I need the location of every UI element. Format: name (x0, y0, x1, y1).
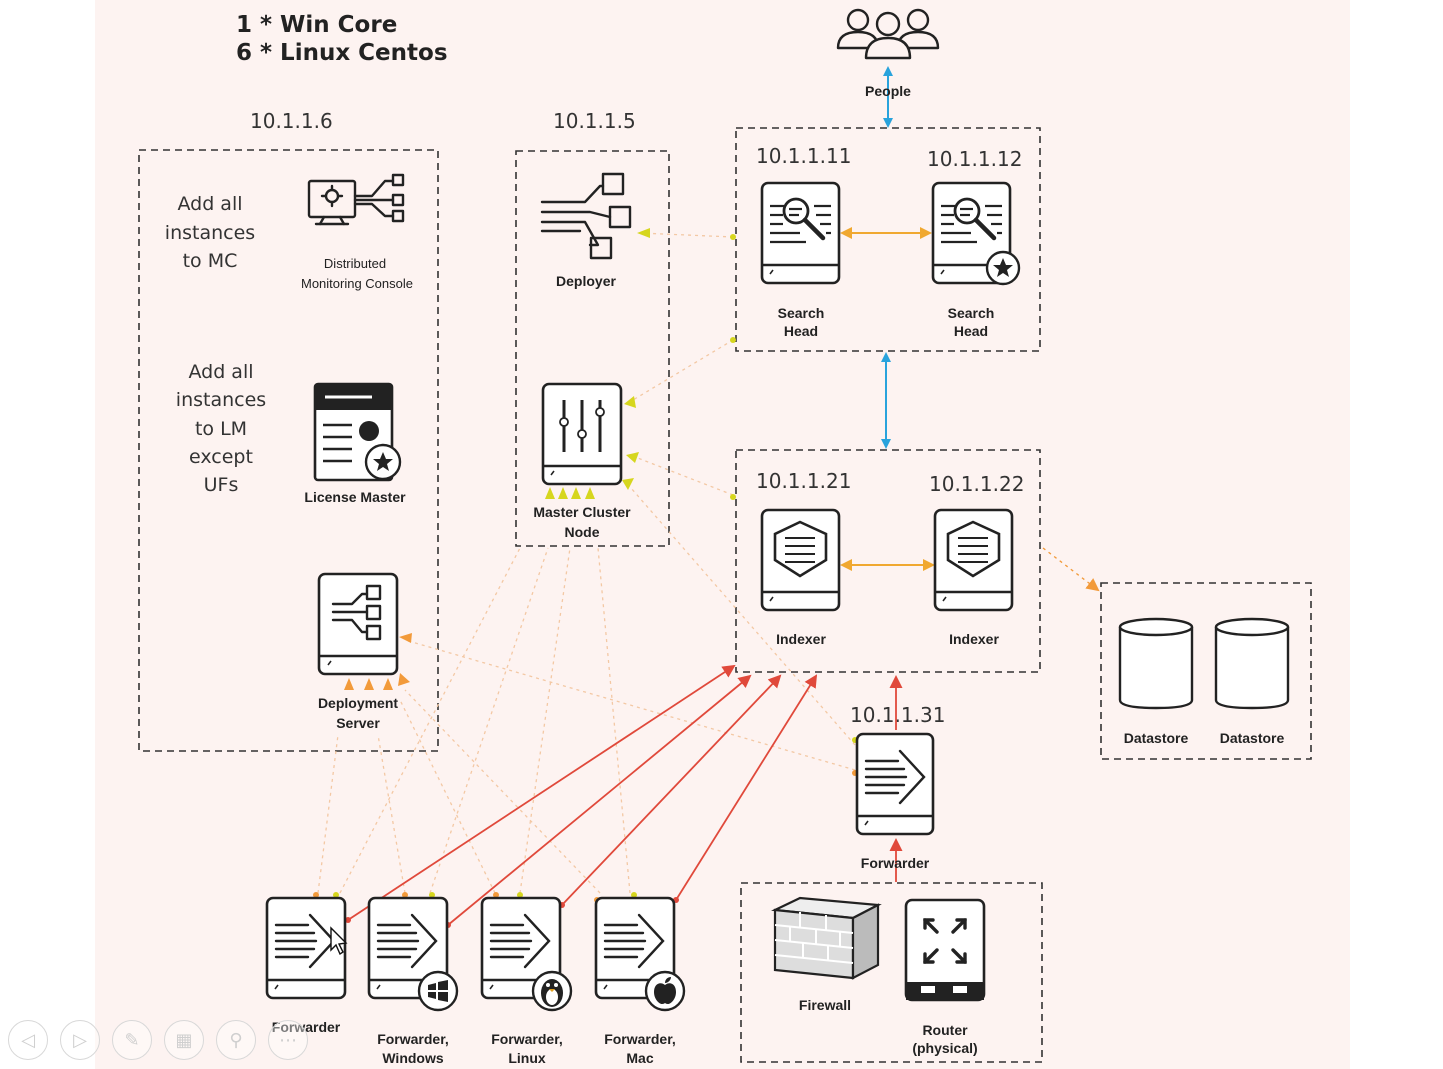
svg-text:Node: Node (565, 524, 600, 540)
management-arrowheads (344, 228, 858, 776)
master-cluster-node-label: Master Cluster Node (533, 504, 631, 540)
ip-search-head-1: 10.1.1.11 (756, 144, 851, 168)
data-flow-links (347, 664, 903, 926)
svg-text:Mac: Mac (626, 1050, 653, 1066)
ip-indexer-1: 10.1.1.21 (756, 469, 851, 493)
deployer-icon (540, 172, 632, 260)
slide-background (95, 0, 1350, 1069)
forward-icon[interactable]: ▷ (60, 1020, 100, 1060)
license-master-label: License Master (304, 489, 406, 505)
indexer-2-label: Indexer (949, 631, 999, 647)
svg-text:Head: Head (784, 323, 818, 339)
monitoring-console-label: Distributed Monitoring Console (301, 256, 413, 291)
datastore-2-label: Datastore (1220, 730, 1285, 746)
deployer-label: Deployer (556, 273, 616, 289)
pen-icon[interactable]: ✎ (112, 1020, 152, 1060)
svg-text:Linux: Linux (508, 1050, 546, 1066)
ip-search-head-2: 10.1.1.12 (927, 147, 1022, 171)
svg-text:to MC: to MC (183, 250, 238, 272)
indexer-1-icon (760, 508, 841, 612)
svg-text:Windows: Windows (382, 1050, 444, 1066)
datastore-1-icon (1118, 617, 1194, 710)
master-cluster-node-icon (541, 382, 623, 486)
firewall-icon (771, 896, 882, 980)
note-add-to-lm: Add all instances to LM except UFs (176, 361, 266, 496)
forwarder-mac-label: Forwarder, Mac (604, 1031, 676, 1066)
search-head-2-label: Search Head (948, 305, 995, 339)
indexer-cluster-box (735, 449, 1041, 673)
slideshow-controls: ◁ ▷ ✎ ▦ ⚲ ⋯ (8, 1020, 308, 1060)
forwarder-icon (265, 896, 347, 1000)
people-label: People (865, 83, 911, 99)
deployment-server-label: Deployment Server (318, 695, 398, 731)
search-head-1-icon (760, 181, 841, 285)
datastore-1-label: Datastore (1124, 730, 1189, 746)
svg-text:Master Cluster: Master Cluster (533, 504, 631, 520)
svg-text:to LM: to LM (195, 418, 247, 440)
svg-text:Deployment: Deployment (318, 695, 398, 711)
license-master-icon (313, 382, 402, 482)
network-devices-box (740, 882, 1043, 1063)
forwarder-mac-icon (594, 896, 686, 1012)
svg-text:Monitoring Console: Monitoring Console (301, 276, 413, 291)
svg-text:Distributed: Distributed (324, 256, 386, 271)
ip-mgmt: 10.1.1.6 (250, 109, 333, 133)
forwarder-linux-label: Forwarder, Linux (491, 1031, 563, 1066)
svg-text:Head: Head (954, 323, 988, 339)
ip-indexer-2: 10.1.1.22 (929, 472, 1024, 496)
linux-penguin-icon (541, 979, 563, 1007)
search-head-2-icon (931, 181, 1021, 286)
note-add-to-mc: Add all instances to MC (165, 193, 255, 272)
forwarder-windows-icon (367, 896, 459, 1012)
datastore-link (1042, 547, 1100, 592)
zoom-icon[interactable]: ⚲ (216, 1020, 256, 1060)
deployment-server-icon (317, 572, 399, 676)
ip-deployer: 10.1.1.5 (553, 109, 636, 133)
svg-text:Add all: Add all (188, 361, 253, 383)
router-icon (904, 898, 986, 1002)
svg-text:Router: Router (922, 1022, 968, 1038)
svg-text:Add all: Add all (177, 193, 242, 215)
header-line-1: 1 * Win Core (236, 12, 397, 38)
datastore-2-icon (1214, 617, 1290, 710)
svg-text:instances: instances (176, 389, 266, 411)
management-links (317, 232, 856, 894)
forwarder-windows-label: Forwarder, Windows (377, 1031, 449, 1066)
svg-text:Forwarder,: Forwarder, (604, 1031, 676, 1047)
heavy-forwarder-icon (855, 732, 935, 836)
mouse-cursor-icon (330, 926, 348, 956)
people-icon (836, 8, 940, 60)
monitoring-console-icon (307, 173, 405, 226)
search-head-1-label: Search Head (778, 305, 825, 339)
heavy-forwarder-label: Forwarder (861, 855, 930, 871)
header-line-2: 6 * Linux Centos (236, 40, 448, 66)
svg-text:(physical): (physical) (912, 1040, 977, 1056)
svg-text:Forwarder,: Forwarder, (491, 1031, 563, 1047)
apple-logo-icon (654, 977, 676, 1004)
search-head-cluster-box (735, 127, 1041, 352)
datastore-box (1100, 582, 1312, 760)
firewall-label: Firewall (799, 997, 851, 1013)
router-label: Router (physical) (912, 1022, 977, 1056)
more-icon[interactable]: ⋯ (268, 1020, 308, 1060)
svg-text:Forwarder,: Forwarder, (377, 1031, 449, 1047)
indexer-1-label: Indexer (776, 631, 826, 647)
svg-text:Server: Server (336, 715, 380, 731)
slides-icon[interactable]: ▦ (164, 1020, 204, 1060)
svg-text:Search: Search (948, 305, 995, 321)
svg-text:except: except (189, 446, 253, 468)
back-icon[interactable]: ◁ (8, 1020, 48, 1060)
windows-logo-icon (428, 980, 448, 1002)
deployer-group-box (515, 150, 670, 547)
indexer-2-icon (933, 508, 1014, 612)
forwarder-linux-icon (480, 896, 573, 1012)
svg-text:Search: Search (778, 305, 825, 321)
svg-text:UFs: UFs (204, 474, 239, 496)
mgmt-group-box (138, 149, 439, 752)
ip-heavy-forwarder: 10.1.1.31 (850, 703, 945, 727)
svg-text:instances: instances (165, 222, 255, 244)
